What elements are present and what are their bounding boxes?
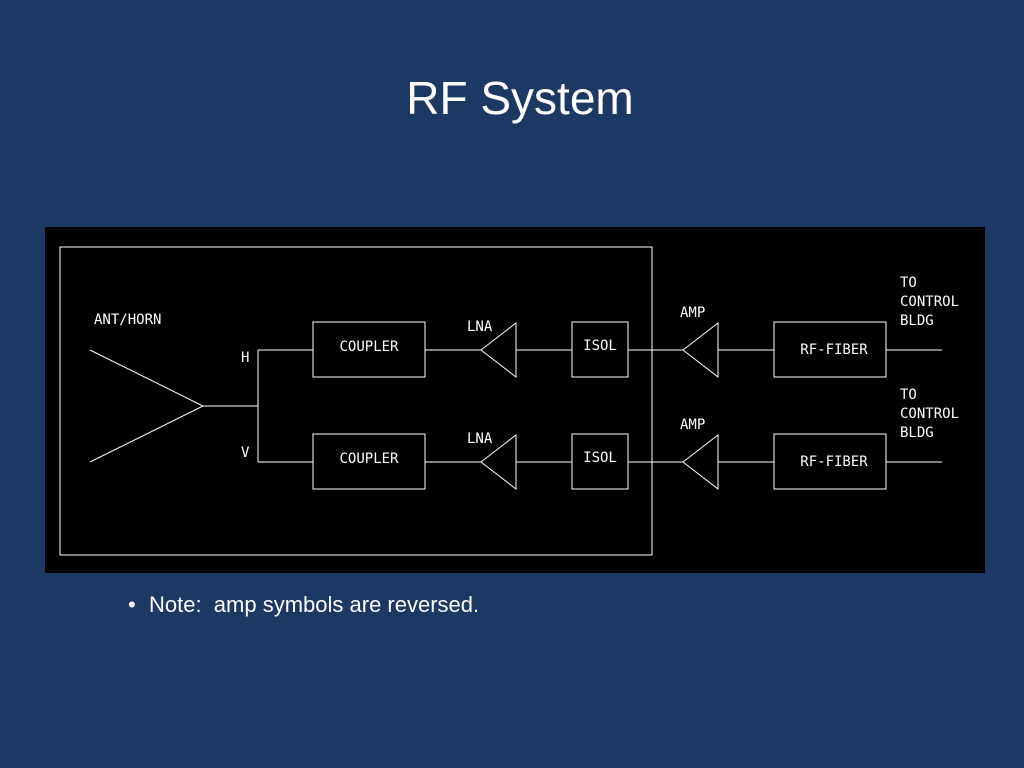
slide-title: RF System <box>406 72 634 124</box>
h-rf-fiber-label: RF-FIBER <box>800 342 868 358</box>
diagram-canvas: ANT/HORN H V COUPLER COUPLER LNA LNA ISO… <box>59 246 959 556</box>
note-bullet: • Note: amp symbols are reversed. <box>128 590 479 620</box>
h-isol-label: ISOL <box>583 338 617 354</box>
horn-antenna-symbol <box>89 349 205 463</box>
h-amp-label: AMP <box>680 305 705 321</box>
h-coupler-label: COUPLER <box>339 339 399 355</box>
bullet-marker: • <box>128 592 136 617</box>
v-polarization-label: V <box>241 445 250 461</box>
v-destination-line-3: BLDG <box>900 425 934 441</box>
antenna-label: ANT/HORN <box>94 312 161 328</box>
v-destination-line-2: CONTROL <box>900 406 959 422</box>
note-text: Note: amp symbols are reversed. <box>149 592 480 617</box>
receiver-enclosure <box>59 246 653 556</box>
v-rf-fiber-label: RF-FIBER <box>800 454 868 470</box>
v-destination-line-1: TO <box>900 387 917 403</box>
h-destination-line-3: BLDG <box>900 313 934 329</box>
h-amp-symbol <box>682 321 719 379</box>
v-isol-label: ISOL <box>583 450 617 466</box>
h-lna-label: LNA <box>467 319 493 335</box>
h-polarization-label: H <box>241 350 249 366</box>
rf-block-diagram: ANT/HORN H V COUPLER COUPLER LNA LNA ISO… <box>45 227 985 573</box>
v-amp-symbol <box>682 433 719 491</box>
h-destination-line-2: CONTROL <box>900 294 959 310</box>
v-amp-label: AMP <box>680 417 705 433</box>
v-coupler-label: COUPLER <box>339 451 399 467</box>
v-lna-label: LNA <box>467 431 493 447</box>
h-destination-line-1: TO <box>900 275 917 291</box>
